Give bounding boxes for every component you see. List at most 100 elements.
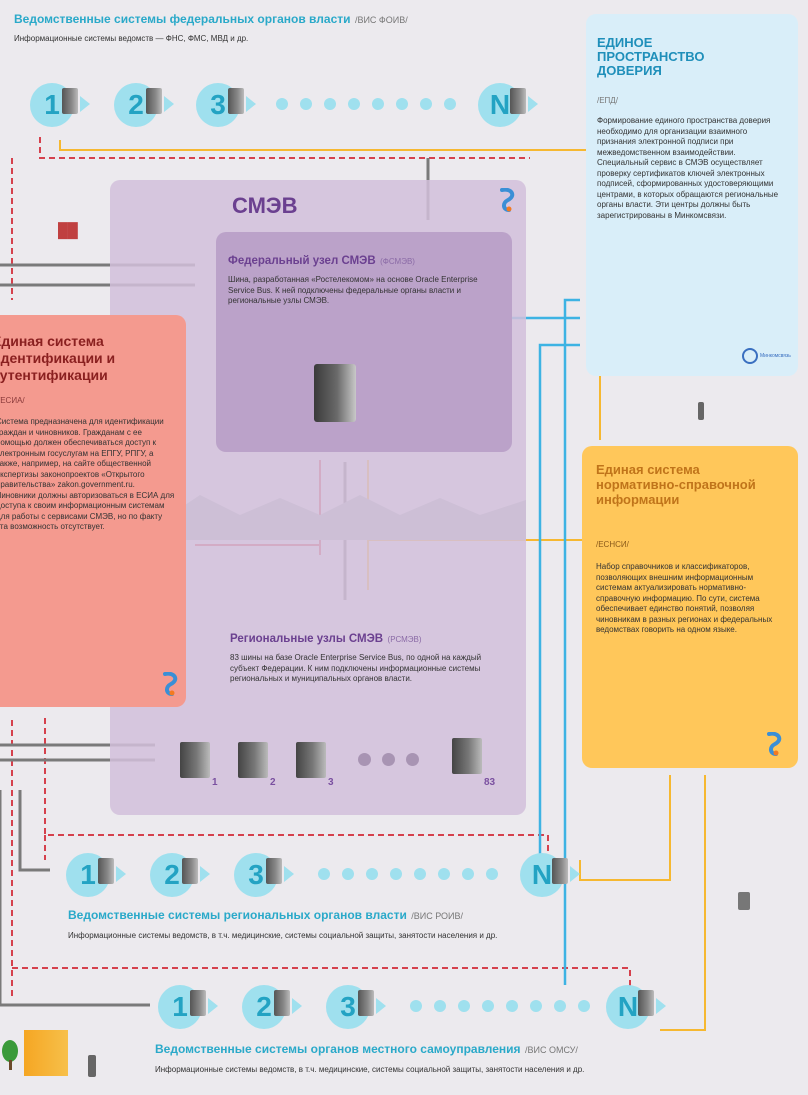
red-dashed-line-region [44, 718, 549, 860]
esnsi-abbr: /ЕСНСИ/ [596, 540, 629, 549]
esia-title: Единая система идентификации и аутентифи… [0, 333, 116, 383]
epd-text: Формирование единого пространства довери… [597, 116, 779, 220]
arrow-icon [656, 998, 666, 1014]
esnsi-text: Набор справочников и классификаторов, по… [596, 562, 773, 634]
federal-node-title: Федеральный узел СМЭВ [228, 255, 376, 267]
server-icon [552, 858, 568, 884]
arrow-icon [570, 866, 580, 882]
arrow-icon [164, 96, 174, 112]
regional-nodes-title: Региональные узлы СМЭВ [230, 633, 384, 645]
federal-header-abbr: /ВИС ФОИВ/ [354, 15, 408, 25]
arrow-icon [528, 96, 538, 112]
server-icon [266, 858, 282, 884]
arrow-icon [116, 866, 126, 882]
regional-server-label: 3 [328, 777, 334, 788]
local-header: Ведомственные системы органов местного с… [155, 1040, 775, 1075]
regional-header-abbr: /ВИС РОИВ/ [411, 911, 464, 921]
epd-panel [586, 14, 798, 376]
server-icon [358, 990, 374, 1016]
ellipsis-dot [276, 98, 288, 110]
federal-server-icon [314, 364, 356, 422]
esia-abbr: /ЕСИА/ [0, 396, 25, 405]
blue-line-region [538, 343, 580, 855]
ellipsis-dot [444, 98, 456, 110]
ellipsis-dot [318, 868, 330, 880]
esia-panel [0, 315, 186, 707]
rostelecom-logo-icon [160, 671, 180, 696]
person-icon [88, 1055, 96, 1077]
ellipsis-dot [342, 868, 354, 880]
local-header-title: Ведомственные системы органов местного с… [155, 1042, 521, 1056]
building-icon [24, 1030, 68, 1076]
ellipsis-dot [372, 98, 384, 110]
arrow-icon [292, 998, 302, 1014]
federal-header: Ведомственные системы федеральных органо… [14, 10, 574, 43]
ellipsis-dot [486, 868, 498, 880]
ellipsis-dot [324, 98, 336, 110]
yellow-line-region [579, 775, 671, 881]
ellipsis-dot [458, 1000, 470, 1012]
people-icon: ██ [58, 222, 78, 238]
minkomsvyaz-logo: Минкомсвязь [742, 348, 791, 364]
server-icon [62, 88, 78, 114]
ellipsis-dot [578, 1000, 590, 1012]
ellipsis-dot [434, 1000, 446, 1012]
server-icon [274, 990, 290, 1016]
server-icon [146, 88, 162, 114]
esnsi-panel [582, 446, 798, 768]
ellipsis-dot [406, 753, 419, 766]
server-icon [510, 88, 526, 114]
epd-title: ЕДИНОЕ ПРОСТРАНСТВО ДОВЕРИЯ [597, 35, 705, 78]
ellipsis-dot [410, 1000, 422, 1012]
regional-header-title: Ведомственные системы региональных орган… [68, 908, 407, 922]
epd-abbr: /ЕПД/ [597, 96, 618, 105]
federal-node-abbr: (ФСМЭВ) [380, 257, 415, 266]
server-icon [638, 990, 654, 1016]
ellipsis-dot [366, 868, 378, 880]
mountain-decoration [110, 495, 526, 540]
regional-server-icon [238, 742, 268, 778]
regional-header: Ведомственные системы региональных орган… [68, 906, 628, 941]
minkomsvyaz-logo-label: Минкомсвязь [760, 353, 791, 359]
regional-header-subtitle: Информационные системы ведомств, в т.ч. … [68, 931, 498, 940]
ellipsis-dot [438, 868, 450, 880]
esnsi-title: Единая система нормативно-справочной инф… [596, 462, 756, 507]
ellipsis-dot [396, 98, 408, 110]
server-icon [98, 858, 114, 884]
gray-line-lower-4 [0, 790, 150, 1007]
regional-nodes-text: 83 шины на базе Oracle Enterprise Servic… [230, 653, 482, 683]
tree-icon [2, 1040, 18, 1062]
arrow-icon [246, 96, 256, 112]
ellipsis-dot [482, 1000, 494, 1012]
federal-node-text: Шина, разработанная «Ростелекомом» на ос… [228, 275, 478, 305]
esia-text: Система предназначена для идентификации … [0, 417, 175, 531]
arrow-icon [208, 998, 218, 1014]
ellipsis-dot [554, 1000, 566, 1012]
regional-nodes-abbr: (РСМЭВ) [387, 635, 422, 644]
ellipsis-dot [390, 868, 402, 880]
server-icon [182, 858, 198, 884]
regional-server-icon [180, 742, 210, 778]
regional-nodes-heading: Региональные узлы СМЭВ (РСМЭВ) [230, 629, 520, 647]
ellipsis-dot [420, 98, 432, 110]
arrow-icon [376, 998, 386, 1014]
regional-server-label: 83 [484, 777, 496, 788]
local-header-abbr: /ВИС ОМСУ/ [525, 1045, 578, 1055]
minkomsvyaz-logo-icon [742, 348, 758, 364]
ellipsis-dot [300, 98, 312, 110]
rostelecom-logo-icon [496, 187, 518, 212]
arrow-icon [284, 866, 294, 882]
ellipsis-dot [382, 753, 395, 766]
red-dashed-line-top [39, 137, 530, 159]
ellipsis-dot [506, 1000, 518, 1012]
ellipsis-dot [414, 868, 426, 880]
ellipsis-dot [348, 98, 360, 110]
server-icon [228, 88, 244, 114]
rostelecom-logo-icon [764, 731, 784, 756]
federal-header-subtitle: Информационные системы ведомств — ФНС, Ф… [14, 34, 249, 43]
red-dashed-line-local [12, 967, 631, 990]
smev-title: СМЭВ [232, 193, 298, 218]
person-icon [698, 402, 704, 420]
ellipsis-dot [530, 1000, 542, 1012]
tree-trunk-icon [9, 1060, 12, 1070]
